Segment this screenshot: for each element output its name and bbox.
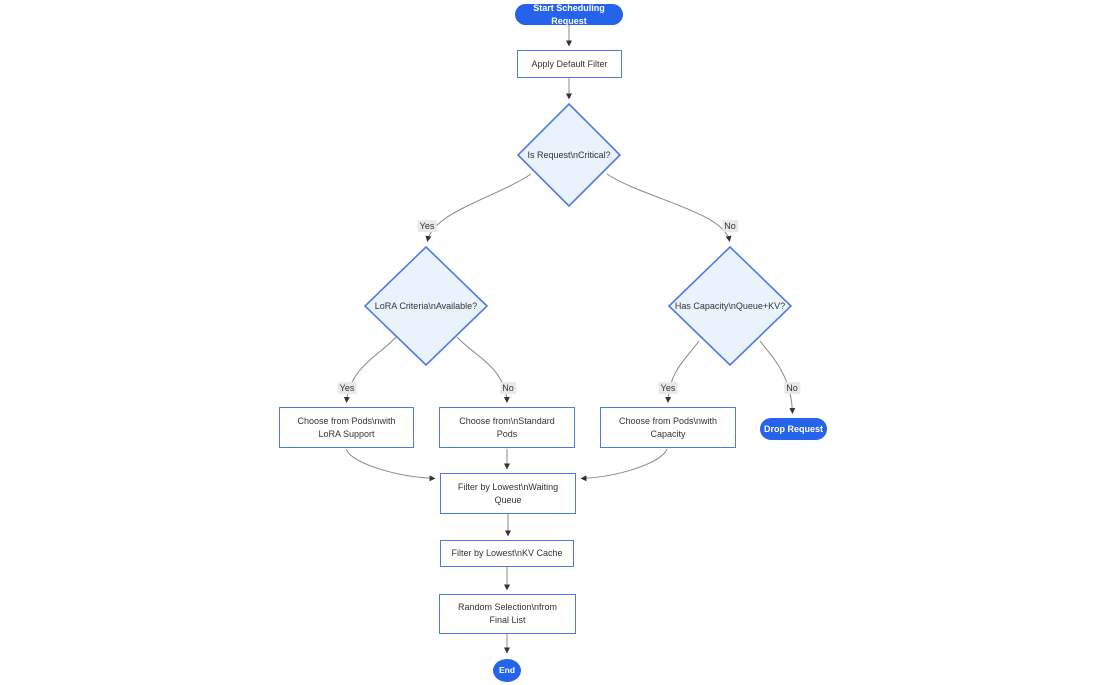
node-drop-request-label: Drop Request bbox=[763, 423, 823, 434]
node-start: Start Scheduling Request bbox=[515, 2, 623, 26]
edge-choose-lora-to-filter-queue bbox=[345, 448, 436, 482]
node-has-capacity-label: Has Capacity\nQueue+KV? bbox=[674, 301, 786, 311]
node-is-critical-label: Is Request\nCritical? bbox=[527, 150, 611, 160]
decision-is-critical-shape bbox=[516, 102, 622, 208]
edge-choose-capacity-to-filter-queue bbox=[580, 448, 668, 482]
node-end-label: End bbox=[498, 665, 516, 675]
edge-label-capacity-no: No bbox=[784, 382, 800, 394]
node-choose-capacity-pods: Choose from Pods\nwith Capacity bbox=[600, 407, 736, 448]
line-2: Pods bbox=[496, 428, 518, 439]
node-apply-default-filter: Apply Default Filter bbox=[517, 50, 622, 78]
node-apply-default-filter-label: Apply Default Filter bbox=[531, 58, 608, 69]
node-end: End bbox=[493, 659, 521, 682]
line-1: Filter by Lowest\nWaiting bbox=[457, 481, 559, 492]
line-2: Capacity bbox=[650, 428, 686, 439]
edge-is-critical-no-to-capacity bbox=[606, 173, 732, 242]
line-2: Queue bbox=[494, 494, 522, 505]
line-1: Choose from\nStandard bbox=[459, 415, 555, 426]
edge-label-critical-yes: Yes bbox=[417, 220, 437, 232]
node-choose-lora-pods: Choose from Pods\nwith LoRA Support bbox=[279, 407, 414, 448]
node-filter-kv-cache-label: Filter by Lowest\nKV Cache bbox=[451, 548, 563, 558]
line-1: Choose from Pods\nwith bbox=[618, 415, 718, 426]
node-choose-standard-pods: Choose from\nStandard Pods bbox=[439, 407, 575, 448]
edge-label-critical-no: No bbox=[722, 220, 738, 232]
line-1: Choose from Pods\nwith bbox=[297, 415, 396, 426]
node-lora-criteria-label: LoRA Criteria\nAvailable? bbox=[374, 301, 478, 311]
node-filter-kv-cache: Filter by Lowest\nKV Cache bbox=[440, 540, 574, 567]
edge-label-lora-yes: Yes bbox=[337, 382, 357, 394]
node-start-label: Start Scheduling Request bbox=[533, 2, 605, 26]
decision-lora-criteria-shape bbox=[363, 245, 489, 367]
edge-label-lora-no: No bbox=[500, 382, 516, 394]
line-2: LoRA Support bbox=[318, 428, 375, 439]
decision-has-capacity-shape bbox=[667, 245, 793, 367]
node-drop-request: Drop Request bbox=[760, 418, 827, 440]
edge-is-critical-yes-to-lora bbox=[425, 173, 532, 242]
line-2: Final List bbox=[489, 615, 526, 625]
edge-capacity-no-to-drop bbox=[759, 340, 796, 414]
node-random-selection: Random Selection\nfrom Final List bbox=[439, 594, 576, 634]
node-filter-waiting-queue: Filter by Lowest\nWaiting Queue bbox=[440, 473, 576, 514]
edge-label-capacity-yes: Yes bbox=[658, 382, 678, 394]
line-1: Random Selection\nfrom bbox=[457, 602, 558, 612]
